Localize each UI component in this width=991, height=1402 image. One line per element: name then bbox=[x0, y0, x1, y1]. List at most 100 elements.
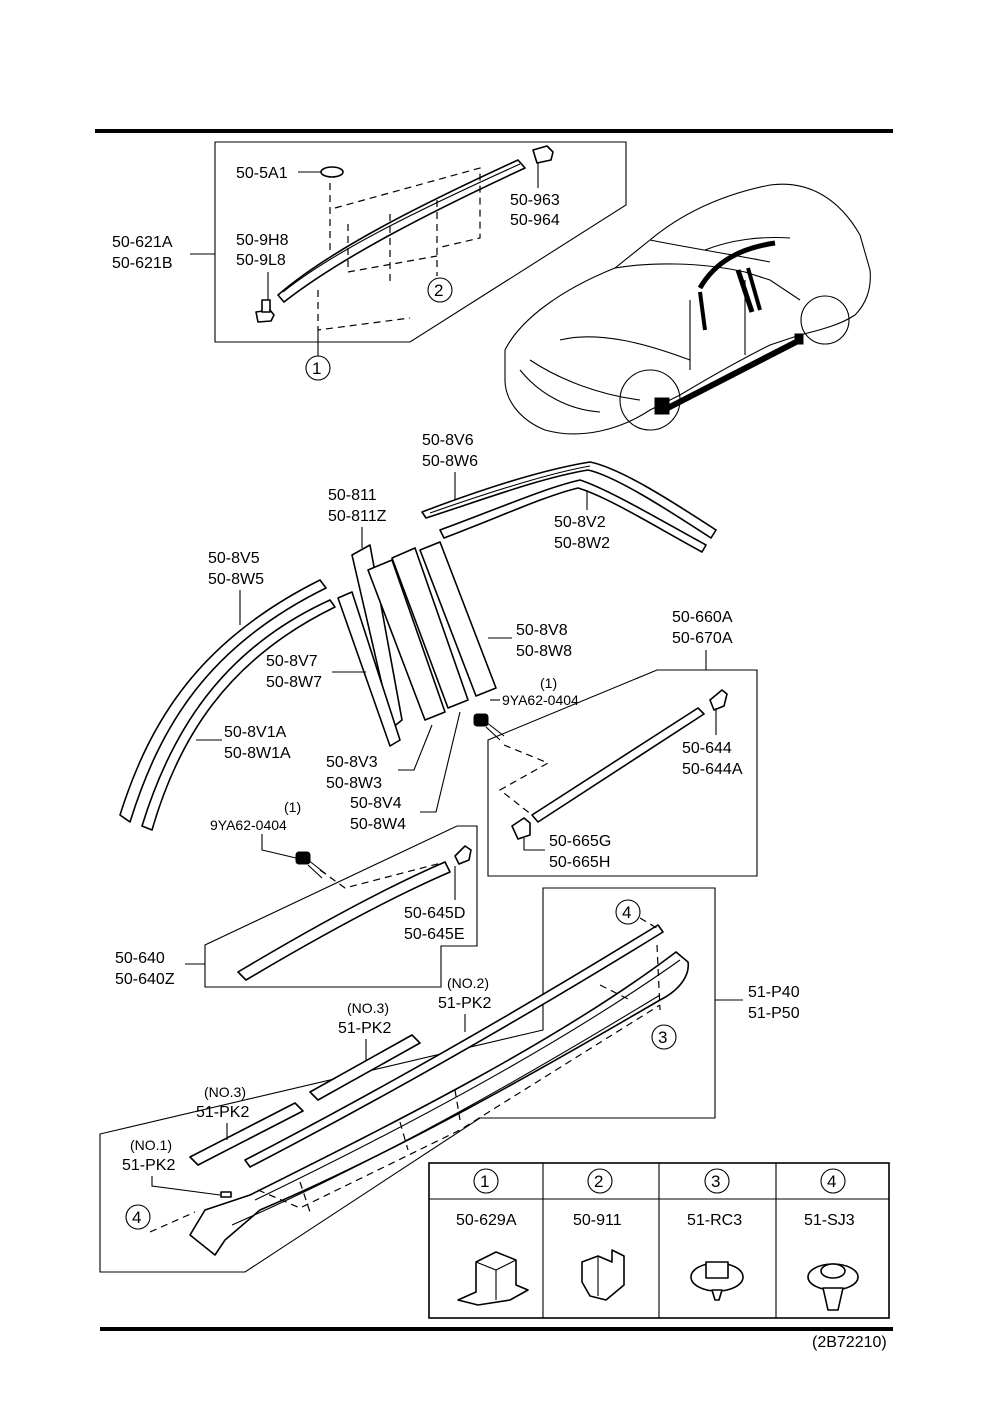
label-50-811: 50-811 bbox=[328, 487, 377, 504]
svg-text:4: 4 bbox=[132, 1208, 141, 1227]
label-50-665G: 50-665G bbox=[549, 833, 611, 850]
strip-8v5-part bbox=[119, 579, 327, 823]
circle-ref-4-bottom: 4 bbox=[125, 1204, 196, 1233]
clip-5a1-part bbox=[320, 166, 344, 178]
label-50-644: 50-644 bbox=[682, 740, 732, 757]
svg-text:4: 4 bbox=[827, 1172, 836, 1191]
svg-text:1: 1 bbox=[312, 359, 321, 378]
svg-text:4: 4 bbox=[622, 903, 631, 922]
svg-text:1: 1 bbox=[480, 1172, 489, 1191]
label-50-8W8: 50-8W8 bbox=[516, 643, 572, 660]
label-50-8V2: 50-8V2 bbox=[554, 514, 606, 531]
label-50-8V6: 50-8V6 bbox=[422, 432, 474, 449]
tape-no3-upper-part bbox=[309, 1034, 421, 1101]
strip-8v2-part bbox=[439, 479, 707, 553]
strip-811-part bbox=[351, 544, 403, 729]
clip-629a-icon bbox=[457, 1251, 529, 1306]
label-50-811Z: 50-811Z bbox=[328, 508, 387, 525]
label-50-8W7: 50-8W7 bbox=[266, 674, 322, 691]
label-50-645D: 50-645D bbox=[404, 905, 465, 922]
label-50-963: 50-963 bbox=[510, 192, 560, 209]
label-tape-no3-upper: 51-PK2 bbox=[338, 1020, 391, 1037]
strip-8v3-part bbox=[367, 559, 446, 721]
label-50-8W5: 50-8W5 bbox=[208, 571, 264, 588]
legend-part-4: 51-SJ3 bbox=[804, 1212, 855, 1229]
car-illustration bbox=[504, 183, 871, 435]
side-sill-group: 51-P40 51-P50 (NO.2) 51-PK2 (NO.3) 51-PK… bbox=[99, 887, 800, 1273]
label-50-640Z: 50-640Z bbox=[115, 971, 175, 988]
label-50-621A: 50-621A bbox=[112, 234, 173, 251]
tape-no3-lower-part bbox=[189, 1102, 304, 1166]
side-sill-frame bbox=[99, 887, 716, 1273]
label-screw-lower-qty: (1) bbox=[284, 799, 301, 815]
strip-8v7-part bbox=[337, 591, 401, 747]
label-tape-no2-tag: (NO.2) bbox=[447, 975, 489, 991]
molding-660-frame bbox=[487, 669, 758, 877]
label-50-9L8: 50-9L8 bbox=[236, 252, 286, 269]
clip-645-part bbox=[454, 845, 472, 865]
svg-text:2: 2 bbox=[594, 1172, 603, 1191]
label-tape-no2: 51-PK2 bbox=[438, 995, 491, 1012]
label-50-964: 50-964 bbox=[510, 212, 560, 229]
label-tape-no1-tag: (NO.1) bbox=[130, 1137, 172, 1153]
molding-660-group: 50-660A 50-670A 50-644 50-644A 50-665G 5… bbox=[487, 609, 758, 877]
svg-text:2: 2 bbox=[434, 281, 443, 300]
sill-upper-strip bbox=[244, 924, 664, 1168]
label-50-8W4: 50-8W4 bbox=[350, 816, 406, 833]
label-50-670A: 50-670A bbox=[672, 630, 733, 647]
strip-8v8-part bbox=[419, 541, 497, 697]
clip-644-part bbox=[709, 689, 728, 711]
label-50-640: 50-640 bbox=[115, 950, 165, 967]
circle-ref-3: 3 bbox=[651, 1024, 677, 1050]
clip-665-part bbox=[511, 817, 531, 840]
label-50-8W6: 50-8W6 bbox=[422, 453, 478, 470]
strip-8v4-part bbox=[391, 547, 469, 709]
label-50-5A1: 50-5A1 bbox=[236, 165, 288, 182]
svg-text:3: 3 bbox=[658, 1028, 667, 1047]
label-50-8V4: 50-8V4 bbox=[350, 795, 402, 812]
svg-text:3: 3 bbox=[711, 1172, 720, 1191]
molding-640-frame bbox=[204, 825, 478, 988]
label-50-8V8: 50-8V8 bbox=[516, 622, 568, 639]
clip-963-part bbox=[532, 145, 554, 164]
label-50-8W2: 50-8W2 bbox=[554, 535, 610, 552]
label-50-621B: 50-621B bbox=[112, 255, 173, 272]
circle-ref-1: 1 bbox=[305, 330, 331, 381]
legend-part-2: 50-911 bbox=[573, 1212, 622, 1229]
clip-911-icon bbox=[581, 1249, 625, 1301]
label-50-8V7: 50-8V7 bbox=[266, 653, 318, 670]
molding-660-part bbox=[531, 707, 705, 823]
circle-ref-2: 2 bbox=[427, 277, 453, 303]
label-50-8V3: 50-8V3 bbox=[326, 754, 378, 771]
figure-code: (2B72210) bbox=[812, 1334, 887, 1351]
tape-no1-part bbox=[220, 1191, 232, 1198]
legend-col-1: 1 50-629A bbox=[456, 1168, 529, 1306]
roof-molding-part bbox=[277, 159, 526, 303]
label-screw-lower-num: 9YA62-0404 bbox=[210, 817, 287, 833]
label-tape-no3-upper-tag: (NO.3) bbox=[347, 1000, 389, 1016]
label-50-644A: 50-644A bbox=[682, 761, 743, 778]
molding-640-part bbox=[237, 861, 451, 981]
label-50-8W3: 50-8W3 bbox=[326, 775, 382, 792]
legend-col-2: 2 50-911 bbox=[573, 1168, 625, 1301]
screw-lower bbox=[295, 851, 327, 879]
label-screw-upper-qty: (1) bbox=[540, 675, 557, 691]
legend-col-3: 3 51-RC3 bbox=[687, 1168, 744, 1301]
label-50-8V5: 50-8V5 bbox=[208, 550, 260, 567]
label-50-645E: 50-645E bbox=[404, 926, 465, 943]
molding-640-group: 50-640 50-640Z 50-645D 50-645E (1) 9YA62… bbox=[115, 799, 478, 988]
circle-ref-4-top: 4 bbox=[615, 899, 661, 931]
roof-molding-group: 50-621A 50-621B 50-5A1 50-963 50-964 50-… bbox=[112, 141, 627, 381]
label-tape-no3-lower: 51-PK2 bbox=[196, 1104, 249, 1121]
label-50-8W1A: 50-8W1A bbox=[224, 745, 291, 762]
label-tape-no1: 51-PK2 bbox=[122, 1157, 175, 1174]
label-50-660A: 50-660A bbox=[672, 609, 733, 626]
roof-molding-frame bbox=[214, 141, 627, 343]
strip-8v1a-part bbox=[141, 599, 336, 831]
strip-8v6-part bbox=[421, 461, 717, 539]
label-50-8V1A: 50-8V1A bbox=[224, 724, 287, 741]
label-50-9H8: 50-9H8 bbox=[236, 232, 289, 249]
label-51-P50: 51-P50 bbox=[748, 1005, 800, 1022]
label-screw-upper-num: 9YA62-0404 bbox=[502, 692, 579, 708]
